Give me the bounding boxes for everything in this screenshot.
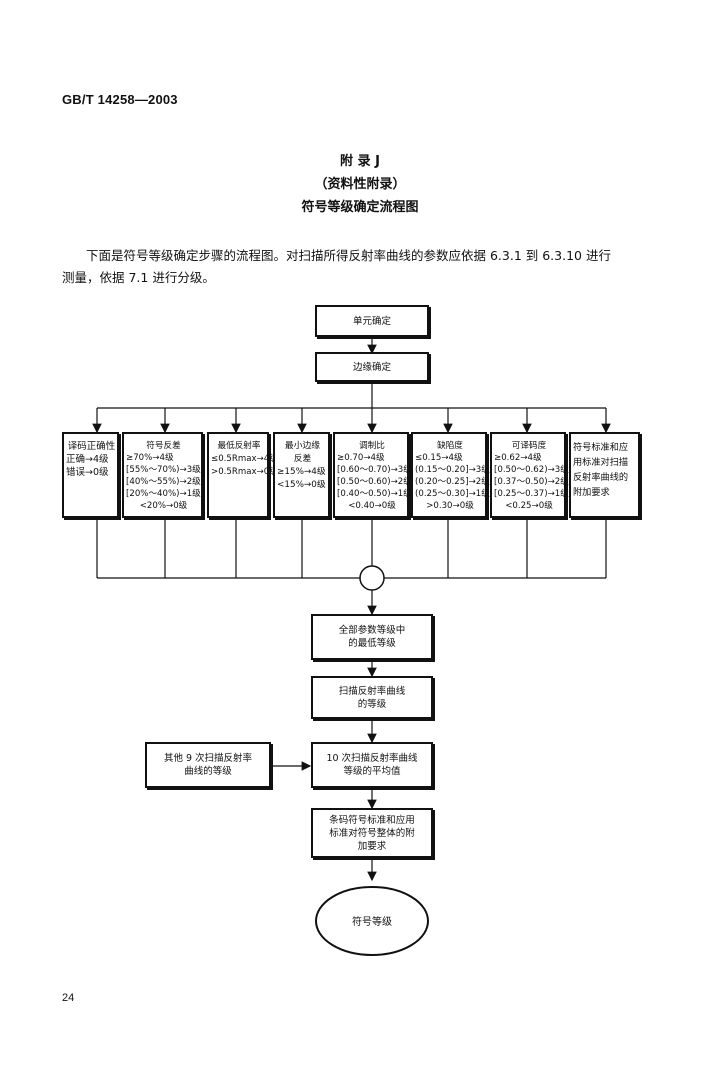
average-grade-label: 等级的平均值 (343, 766, 401, 777)
param-rule: ≥0.62→4级 (494, 453, 542, 463)
param-title: 最低反射率 (217, 441, 261, 451)
param-rule: [0.50～0.62)→3级 (494, 465, 569, 475)
param-title: 反差 (293, 454, 312, 464)
unit-determination-label: 单元确定 (352, 315, 391, 327)
min-grade-box: 全部参数等级中 的最低等级 (311, 614, 433, 660)
param-rule: ≥0.70→4级 (337, 453, 385, 463)
param-rule: (0.15～0.20]→3级 (415, 465, 490, 475)
param-box-decodability: 可译码度 ≥0.62→4级 [0.50～0.62)→3级 [0.37～0.50)… (490, 432, 569, 518)
intro-line-1: 下面是符号等级确定步骤的流程图。对扫描所得反射率曲线的参数应依据 6.3.1 到… (86, 248, 611, 263)
average-grade-label: 10 次扫描反射率曲线 (326, 753, 418, 764)
other-scans-label: 其他 9 次扫描反射率 (163, 753, 253, 764)
param-title: 附加要求 (573, 487, 610, 498)
param-box-min-reflectance: 最低反射率 ≤0.5Rmax→4级 >0.5Rmax→0级 (207, 432, 278, 518)
param-title: 最小边缘 (284, 441, 321, 451)
merge-junction (359, 565, 385, 591)
param-title: 符号反差 (146, 441, 181, 451)
param-box-decode: 译码正确性 正确→4级 错误→0级 (62, 432, 119, 518)
param-rule: [0.40～0.50)→1级 (337, 489, 412, 499)
intro-paragraph: 下面是符号等级确定步骤的流程图。对扫描所得反射率曲线的参数应依据 6.3.1 到… (62, 245, 662, 289)
symbol-grade-terminal (315, 886, 429, 956)
param-rule: >0.5Rmax→0级 (211, 467, 278, 477)
param-rule: ≤0.5Rmax→4级 (211, 454, 278, 464)
param-rule: <0.40→0级 (348, 501, 396, 511)
extra-requirements-label: 条码符号标准和应用 (329, 814, 415, 826)
param-title: 符号标准和应 (573, 442, 629, 453)
param-rule: [0.25～0.37)→1级 (494, 489, 569, 499)
param-rule: [0.60～0.70)→3级 (337, 465, 412, 475)
param-box-additional-requirements: 符号标准和应 用标准对扫描 反射率曲线的 附加要求 (569, 432, 640, 518)
param-rule: [55%～70%)→3级 (126, 465, 201, 475)
param-rule: [40%～55%)→2级 (126, 477, 201, 487)
symbol-grade-label: 符号等级 (352, 917, 392, 928)
param-rule: <0.25→0级 (505, 501, 553, 511)
param-title: 可译码度 (511, 441, 547, 451)
standard-number: GB/T 14258—2003 (62, 92, 178, 107)
edge-determination-box: 边缘确定 (315, 352, 429, 382)
param-title: 缺陷度 (437, 441, 463, 451)
page-number: 24 (62, 992, 75, 1004)
param-rule: 错误→0级 (66, 467, 109, 478)
min-grade-label: 的最低等级 (348, 638, 396, 649)
param-rule: [20%～40%)→1级 (126, 489, 201, 499)
param-rule: ≥70%→4级 (126, 453, 174, 463)
scan-grade-box: 扫描反射率曲线 的等级 (311, 676, 433, 719)
edge-determination-label: 边缘确定 (352, 361, 391, 373)
param-rule: >0.30→0级 (426, 501, 474, 511)
extra-requirements-label: 加要求 (357, 840, 387, 852)
other-scans-label: 曲线的等级 (184, 766, 232, 777)
param-title: 用标准对扫描 (573, 457, 629, 468)
intro-line-2: 测量，依据 7.1 进行分级。 (62, 270, 215, 285)
param-rule: [0.50～0.60)→2级 (337, 477, 412, 487)
min-grade-label: 全部参数等级中 (338, 625, 406, 636)
unit-determination-box: 单元确定 (315, 305, 429, 337)
param-rule: (0.25～0.30]→1级 (415, 489, 490, 499)
param-rule: (0.20～0.25]→2级 (415, 477, 490, 487)
param-title: 译码正确性 (67, 441, 116, 452)
param-rule: [0.37～0.50)→2级 (494, 477, 569, 487)
appendix-note: （资料性附录） (314, 177, 406, 192)
param-box-modulation: 调制比 ≥0.70→4级 [0.60～0.70)→3级 [0.50～0.60)→… (333, 432, 412, 518)
scan-grade-label: 扫描反射率曲线 (338, 685, 406, 697)
appendix-label: 附 录 J (340, 154, 380, 169)
param-box-symbol-contrast: 符号反差 ≥70%→4级 [55%～70%)→3级 [40%～55%)→2级 [… (122, 432, 203, 518)
param-rule: <15%→0级 (277, 480, 326, 490)
param-rule: 正确→4级 (66, 454, 109, 465)
param-box-min-edge-contrast: 最小边缘 反差 ≥15%→4级 <15%→0级 (273, 432, 330, 518)
average-grade-box: 10 次扫描反射率曲线 等级的平均值 (311, 742, 433, 788)
other-scans-box: 其他 9 次扫描反射率 曲线的等级 (145, 742, 271, 788)
scan-grade-label: 的等级 (357, 698, 387, 710)
param-title: 调制比 (359, 441, 385, 451)
appendix-title: 符号等级确定流程图 (301, 200, 419, 215)
extra-requirements-label: 标准对符号整体的附 (329, 827, 415, 839)
param-rule: <20%→0级 (139, 501, 188, 511)
param-rule: ≥15%→4级 (277, 467, 326, 477)
param-rule: ≤0.15→4级 (415, 453, 463, 463)
param-title: 反射率曲线的 (573, 472, 629, 483)
extra-requirements-box: 条码符号标准和应用 标准对符号整体的附 加要求 (311, 808, 433, 858)
param-box-defects: 缺陷度 ≤0.15→4级 (0.15～0.20]→3级 (0.20～0.25]→… (411, 432, 490, 518)
